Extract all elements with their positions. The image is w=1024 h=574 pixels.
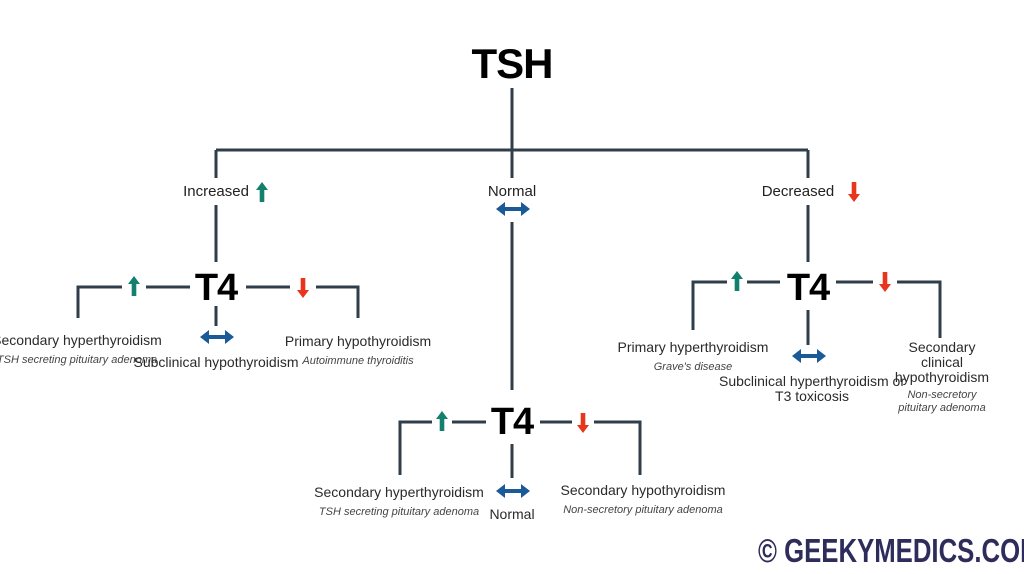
t4-left: T4 [194,267,238,309]
normal-arrow-icon [496,202,530,221]
decrease-arrow-icon [848,182,860,207]
diagnosis: Secondary clinical hypothyroidism [894,339,990,385]
cause-note: TSH secreting pituitary adenoma [318,506,480,518]
diagnosis: Secondary hyperthyroidism [314,484,484,500]
diagnosis: Primary hyperthyroidism [617,339,769,355]
tsh-title: TSH [471,40,554,87]
t4-middle: T4 [490,401,534,443]
geekymedics-logo: © GEEKYMEDICS.COM [758,532,1024,569]
normal-arrow-icon [496,484,530,503]
left-normal-result: Subclinical hypothyroidism [116,355,316,370]
cause-note: Non-secretory pituitary adenoma [898,389,986,414]
cause-note: Non-secretory pituitary adenoma [563,504,723,516]
diagnosis: Secondary hypothyroidism [560,482,726,498]
cause-note: Grave's disease [653,361,733,373]
normal-label: Normal [487,183,537,200]
increase-arrow-icon [436,411,448,436]
decrease-arrow-icon [297,278,309,303]
cause-note: TSH secreting pituitary adenoma [0,354,158,366]
diagnosis: Secondary hyperthyroidism [0,332,162,348]
decrease-arrow-icon [577,413,589,438]
increased-label: Increased [183,183,249,200]
diagnosis: Normal [489,506,535,522]
cause-note: Autoimmune thyroiditis [302,355,414,367]
diagnosis: Primary hypothyroidism [284,333,432,349]
right-normal-result: Subclinical hyperthyroidism or T3 toxico… [712,374,912,404]
diagnosis: Subclinical hyperthyroidism or T3 toxico… [719,373,905,404]
decreased-label: Decreased [761,183,835,200]
t4-right: T4 [786,267,830,309]
normal-arrow-icon [792,349,826,368]
decrease-arrow-icon [879,272,891,297]
increase-arrow-icon [731,271,743,296]
diagnosis: Subclinical hypothyroidism [133,354,299,370]
increase-arrow-icon [256,182,268,207]
middle-normal-result: Normal [412,507,612,522]
increase-arrow-icon [128,276,140,301]
normal-arrow-icon [200,330,234,349]
